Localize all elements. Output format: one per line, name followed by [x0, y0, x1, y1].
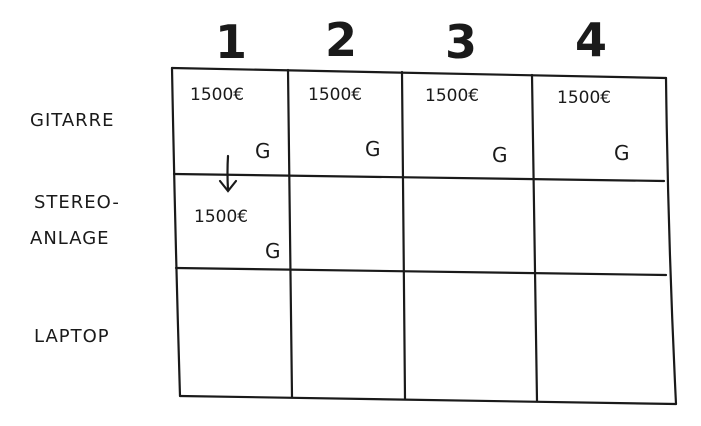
table-grid	[170, 66, 678, 406]
cell-item-r2-c1: G	[265, 239, 281, 263]
cell-price-r1-c1: 1500€	[190, 85, 244, 105]
column-header-2: 2	[325, 13, 357, 67]
cell-price-r1-c3: 1500€	[425, 86, 479, 106]
cell-price-r1-c4: 1500€	[557, 88, 611, 108]
column-header-1: 1	[215, 15, 247, 69]
row-label-stereoanlage-line-1: STEREO-	[34, 192, 120, 213]
cell-item-r1-c4: G	[614, 141, 630, 165]
cell-item-r1-c1: G	[255, 139, 271, 163]
row-label-stereoanlage-line-2: ANLAGE	[30, 228, 110, 249]
row-label-laptop: LAPTOP	[34, 326, 110, 347]
column-header-4: 4	[575, 13, 607, 67]
down-arrow-icon	[218, 154, 238, 193]
column-header-3: 3	[445, 15, 477, 69]
cell-item-r1-c2: G	[365, 137, 381, 161]
cell-price-r1-c2: 1500€	[308, 85, 362, 105]
cell-price-r2-c1: 1500€	[194, 207, 248, 227]
cell-item-r1-c3: G	[492, 143, 508, 167]
row-label-gitarre: GITARRE	[30, 110, 115, 131]
